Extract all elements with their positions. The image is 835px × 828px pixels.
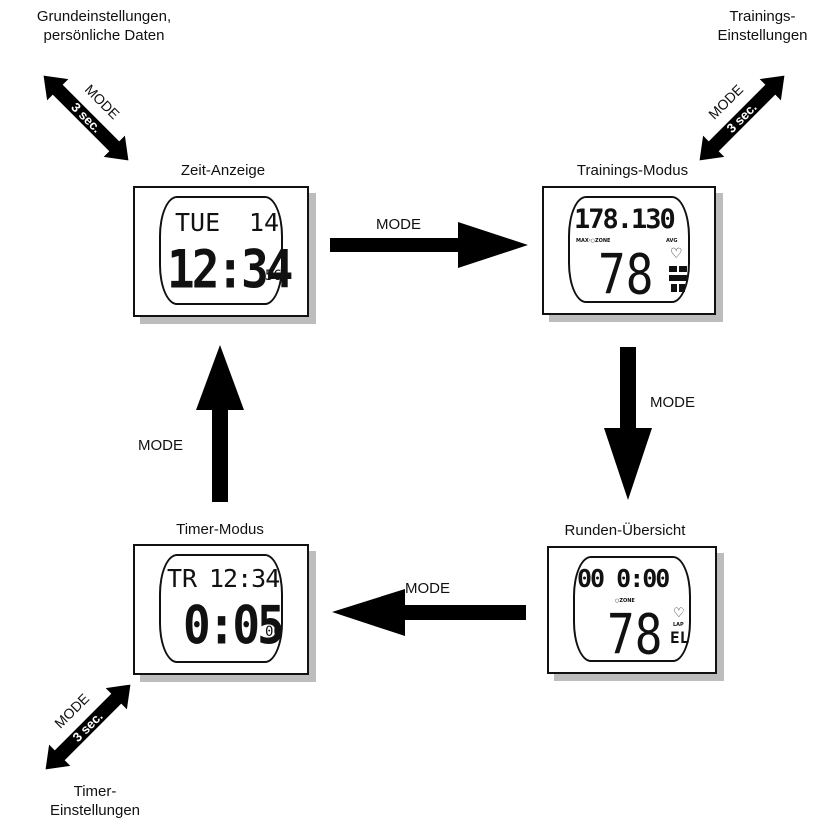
lcd-training-top: 178.130 [574,204,676,235]
lcd-runden-big: 78 [607,602,663,667]
mode-label-down: MODE [650,394,695,411]
heart-icon: ♡ [670,245,683,261]
arrow-up [196,345,244,502]
screen-timer-modus: TR 12:34 0:05 00 [133,544,309,675]
lcd-training-big: 78 [598,242,654,307]
label-trainings-einstellungen: Trainings- Einstellungen [690,7,835,45]
label-training-line2: Einstellungen [717,27,808,44]
title-zeit-anzeige: Zeit-Anzeige [180,162,266,179]
lcd-runden-top: 00 0:00 [577,564,670,593]
arrow-right [330,222,528,268]
lcd-timer: TR 12:34 0:05 00 [159,554,285,663]
lcd-timer-top-label: TR [167,564,198,593]
label-training-line1: Trainings- [729,8,796,25]
title-trainings-modus: Trainings-Modus [576,162,689,179]
lcd-runden-small: ○ZONE [615,598,635,604]
title-timer-modus: Timer-Modus [176,521,264,538]
lcd-zeit-date: 14 [249,208,280,237]
label-timer-line2: Einstellungen [49,802,141,819]
lcd-training-runner-icon [669,266,687,292]
lcd-training-small-left: MAX·○ZONE [576,238,611,244]
arrow-left [332,589,526,636]
lcd-zeit: TUE 14 12:34 56 [159,196,293,305]
lcd-zeit-time: 12:34 [167,238,293,301]
lcd-timer-hundredths: 00 [265,624,282,640]
arrow-down [604,347,652,500]
lcd-training-small-right: AVG [666,238,678,244]
label-grund-line1: Grundeinstellungen, [36,8,172,25]
lcd-zeit-day: TUE [175,208,221,237]
lcd-runden-right-small: LAP [673,622,684,628]
screen-runden-uebersicht: 00 0:00 ○ZONE 78 ♡ LAP EL [547,546,717,674]
lcd-runden: 00 0:00 ○ZONE 78 ♡ LAP EL [573,556,691,667]
lcd-zeit-seconds: 56 [265,268,282,284]
lcd-training: 178.130 MAX·○ZONE AVG 78 ♡ [568,196,690,307]
heart-icon: ♡ [673,605,685,620]
mode-label-left: MODE [405,580,450,597]
label-timer-line1: Timer- [73,783,117,800]
label-grundeinstellungen: Grundeinstellungen, persönliche Daten [4,7,204,45]
label-grund-line2: persönliche Daten [43,27,165,44]
mode-label-up: MODE [138,437,183,454]
screen-trainings-modus: 178.130 MAX·○ZONE AVG 78 ♡ [542,186,716,315]
title-runden-uebersicht: Runden-Übersicht [564,522,686,539]
label-timer-einstellungen: Timer- Einstellungen [15,782,175,820]
lcd-timer-top-time: 12:34 [209,564,280,593]
lcd-timer-time: 0:05 [183,594,285,657]
mode-label-right: MODE [376,216,421,233]
lcd-runden-code: EL [670,628,690,647]
screen-zeit-anzeige: TUE 14 12:34 56 [133,186,309,317]
